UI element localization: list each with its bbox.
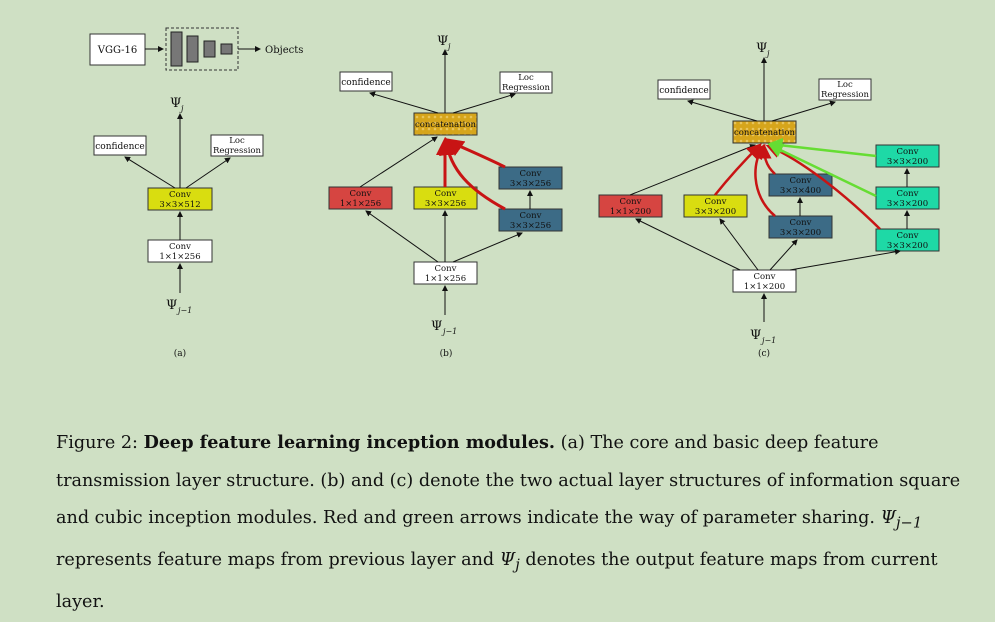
- svg-text:Regression: Regression: [502, 83, 551, 93]
- psi-j-a: Ψ: [170, 96, 181, 111]
- panel-c: Ψ j confidence Loc Regression concatenat…: [598, 41, 940, 359]
- vgg-box: [89, 33, 146, 66]
- svg-text:1×1×200: 1×1×200: [744, 282, 785, 292]
- svg-text:j: j: [446, 42, 451, 51]
- confidence-box-a: [93, 135, 147, 156]
- svg-text:3×3×200: 3×3×200: [887, 241, 928, 251]
- svg-text:confidence: confidence: [659, 86, 709, 96]
- psi-j-1-b: Ψ: [431, 319, 442, 334]
- confidence-box-c: [657, 79, 711, 100]
- svg-text:confidence: confidence: [341, 78, 391, 88]
- caption-text-3: denotes the output feature maps from cur…: [56, 550, 938, 613]
- svg-text:3×3×256: 3×3×256: [425, 199, 466, 209]
- svg-text:Conv: Conv: [897, 231, 919, 241]
- panel-label-c: (c): [758, 348, 770, 359]
- svg-text:Conv: Conv: [169, 242, 191, 252]
- svg-text:Regression: Regression: [213, 146, 262, 156]
- loc-box-b: [499, 71, 553, 94]
- conv-1x1x200-base-c: [732, 269, 797, 293]
- svg-text:Conv: Conv: [520, 211, 542, 221]
- svg-text:Conv: Conv: [705, 197, 727, 207]
- svg-text:concatenation: concatenation: [415, 120, 476, 130]
- svg-text:j−1: j−1: [441, 327, 457, 336]
- psi-j-c: Ψ: [756, 41, 767, 56]
- svg-text:1×1×256: 1×1×256: [159, 252, 200, 262]
- panel-a: VGG-16 Objects Ψ j confidence Loc Regres…: [89, 27, 303, 359]
- svg-text:3×3×400: 3×3×400: [780, 186, 821, 196]
- svg-text:Conv: Conv: [790, 176, 812, 186]
- psi-j-b: Ψ: [437, 34, 448, 49]
- svg-text:3×3×512: 3×3×512: [159, 200, 200, 210]
- svg-text:j−1: j−1: [176, 306, 192, 315]
- caption-title: Deep feature learning inception modules.: [143, 432, 556, 453]
- svg-text:3×3×256: 3×3×256: [510, 179, 551, 189]
- svg-text:Conv: Conv: [790, 218, 812, 228]
- svg-text:1×1×256: 1×1×256: [425, 274, 466, 284]
- svg-text:1×1×200: 1×1×200: [610, 207, 651, 217]
- svg-text:j: j: [765, 49, 770, 58]
- panel-label-a: (a): [174, 348, 186, 359]
- svg-text:Conv: Conv: [435, 264, 457, 274]
- svg-text:concatenation: concatenation: [734, 128, 795, 138]
- svg-text:Conv: Conv: [897, 147, 919, 157]
- svg-text:Loc: Loc: [837, 80, 853, 90]
- panel-b: Ψ j confidence Loc Regression concatenat…: [328, 34, 563, 359]
- svg-text:Conv: Conv: [620, 197, 642, 207]
- svg-text:3×3×200: 3×3×200: [695, 207, 736, 217]
- svg-text:Conv: Conv: [350, 189, 372, 199]
- svg-text:3×3×200: 3×3×200: [887, 199, 928, 209]
- psi-j-1-c: Ψ: [750, 328, 761, 343]
- svg-text:j: j: [179, 104, 184, 113]
- figure-caption: Figure 2: Deep feature learning inceptio…: [56, 432, 961, 613]
- caption-text-2: represents feature maps from previous la…: [56, 550, 500, 571]
- vgg-label: VGG-16: [97, 45, 138, 56]
- svg-text:Conv: Conv: [435, 189, 457, 199]
- confidence-box-b: [339, 71, 393, 92]
- svg-text:3×3×200: 3×3×200: [887, 157, 928, 167]
- svg-text:Conv: Conv: [520, 169, 542, 179]
- loc-box-c: [818, 78, 872, 101]
- svg-text:j−1: j−1: [760, 336, 776, 345]
- svg-text:Regression: Regression: [821, 90, 870, 100]
- svg-text:3×3×256: 3×3×256: [510, 221, 551, 231]
- loc-box-a: [210, 134, 264, 157]
- svg-text:confidence: confidence: [95, 142, 145, 152]
- psi-j-1-a: Ψ: [166, 298, 177, 313]
- caption-prefix: Figure 2:: [56, 433, 144, 453]
- svg-text:Loc: Loc: [229, 136, 245, 146]
- svg-text:Conv: Conv: [897, 189, 919, 199]
- svg-text:Conv: Conv: [169, 190, 191, 200]
- conv-3x3x256-blue-top-b: [498, 166, 563, 190]
- objects-label: Objects: [265, 45, 303, 56]
- caption-text-1: (a) The core and basic deep feature tran…: [56, 433, 961, 528]
- svg-text:1×1×256: 1×1×256: [340, 199, 381, 209]
- svg-text:Conv: Conv: [754, 272, 776, 282]
- svg-text:Loc: Loc: [518, 73, 534, 83]
- svg-text:3×3×200: 3×3×200: [780, 228, 821, 238]
- panel-label-b: (b): [440, 348, 453, 359]
- figure-diagram: VGG-16 Objects Ψ j confidence Loc Regres…: [89, 27, 940, 359]
